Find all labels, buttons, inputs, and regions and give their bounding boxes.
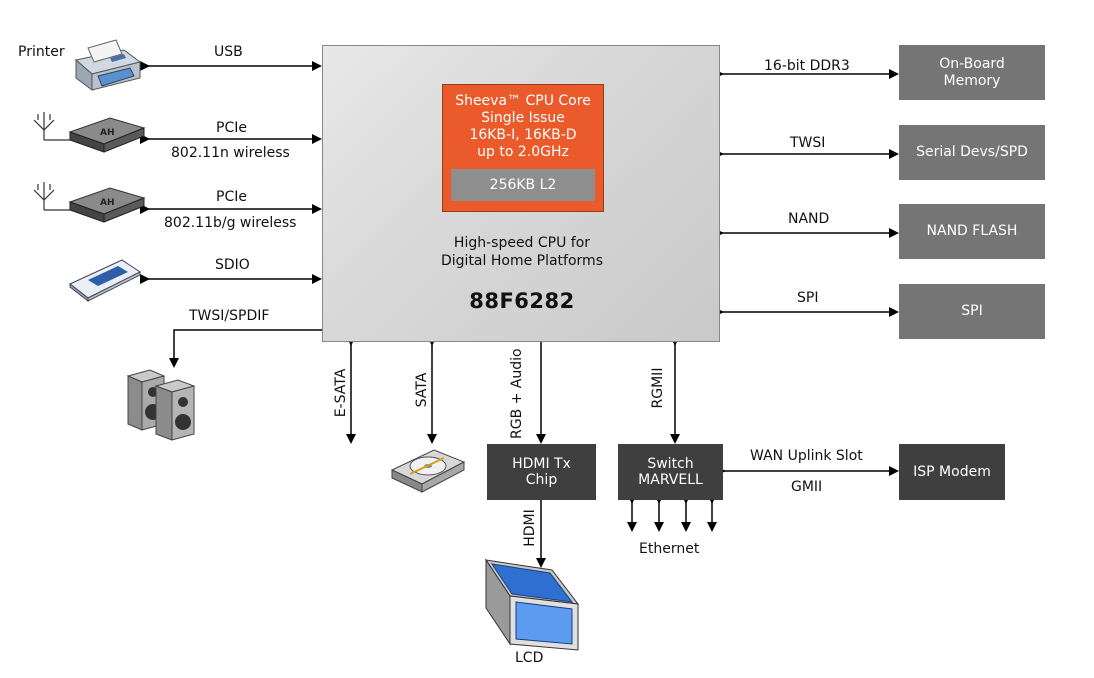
cpu-core-line-1: Sheeva™ CPU Core (455, 93, 591, 109)
twsi-label: TWSI (790, 135, 826, 151)
hdmi-tx-line-2: Chip (525, 472, 558, 488)
sd-card-icon (69, 259, 141, 302)
lcd-monitor-icon (484, 558, 580, 651)
spi-label: SPI (797, 290, 819, 306)
sata-label: SATA (414, 372, 430, 408)
wireless-card-icon: AH (33, 182, 146, 223)
wireless-n-label: 802.11n wireless (171, 145, 290, 161)
cpu-core-line-2: Single Issue (481, 110, 565, 126)
usb-label: USB (214, 44, 243, 60)
cpu-core-line-3: 16KB-I, 16KB-D (469, 127, 577, 143)
hard-drive-icon (390, 449, 466, 493)
soc-description: High-speed CPU for Digital Home Platform… (400, 234, 644, 270)
hdmi-tx-line-1: HDMI Tx (512, 456, 571, 472)
switch-line-1: Switch (647, 456, 694, 472)
sdio-label: SDIO (215, 257, 250, 273)
onboard-memory-line-2: Memory (943, 72, 1001, 89)
hdmi-label: HDMI (522, 509, 538, 547)
svg-text:AH: AH (100, 198, 115, 208)
wan-uplink-label: WAN Uplink Slot (750, 448, 863, 464)
svg-text:AH: AH (100, 128, 115, 138)
nand-label: NAND (788, 211, 830, 227)
gmii-label: GMII (791, 479, 823, 495)
pcie-2-label: PCIe (216, 189, 247, 205)
ethernet-label: Ethernet (639, 541, 700, 557)
twsi-spdif-label: TWSI/SPDIF (189, 308, 270, 324)
printer-icon (74, 39, 142, 91)
rgb-audio-label: RGB + Audio (509, 348, 525, 439)
soc-description-line-1: High-speed CPU for (453, 235, 591, 251)
chip-name: 88F6282 (469, 289, 575, 313)
switch-line-2: MARVELL (638, 472, 703, 488)
lcd-label: LCD (515, 650, 544, 666)
pcie-1-label: PCIe (216, 120, 247, 136)
cpu-core-line-4: up to 2.0GHz (477, 144, 569, 160)
onboard-memory-line-1: On-Board (939, 55, 1005, 72)
wireless-bg-label: 802.11b/g wireless (164, 215, 297, 231)
nand-flash-box: NAND FLASH (899, 204, 1045, 259)
speakers-icon (126, 369, 196, 441)
esata-label: E-SATA (333, 368, 349, 418)
ddr3-label: 16-bit DDR3 (764, 58, 850, 74)
cpu-core-block: Sheeva™ CPU Core Single Issue 16KB-I, 16… (442, 84, 604, 212)
twsi-spdif-line (169, 329, 322, 368)
spi-box: SPI (899, 284, 1045, 339)
serial-devs-box: Serial Devs/SPD (899, 125, 1045, 180)
soc-description-line-2: Digital Home Platforms (441, 253, 603, 269)
l2-cache-block: 256KB L2 (451, 169, 595, 201)
wireless-card-icon: AH (33, 112, 146, 153)
printer-label: Printer (18, 44, 65, 60)
rgmii-label: RGMII (650, 367, 666, 409)
isp-modem-box: ISP Modem (899, 444, 1005, 500)
